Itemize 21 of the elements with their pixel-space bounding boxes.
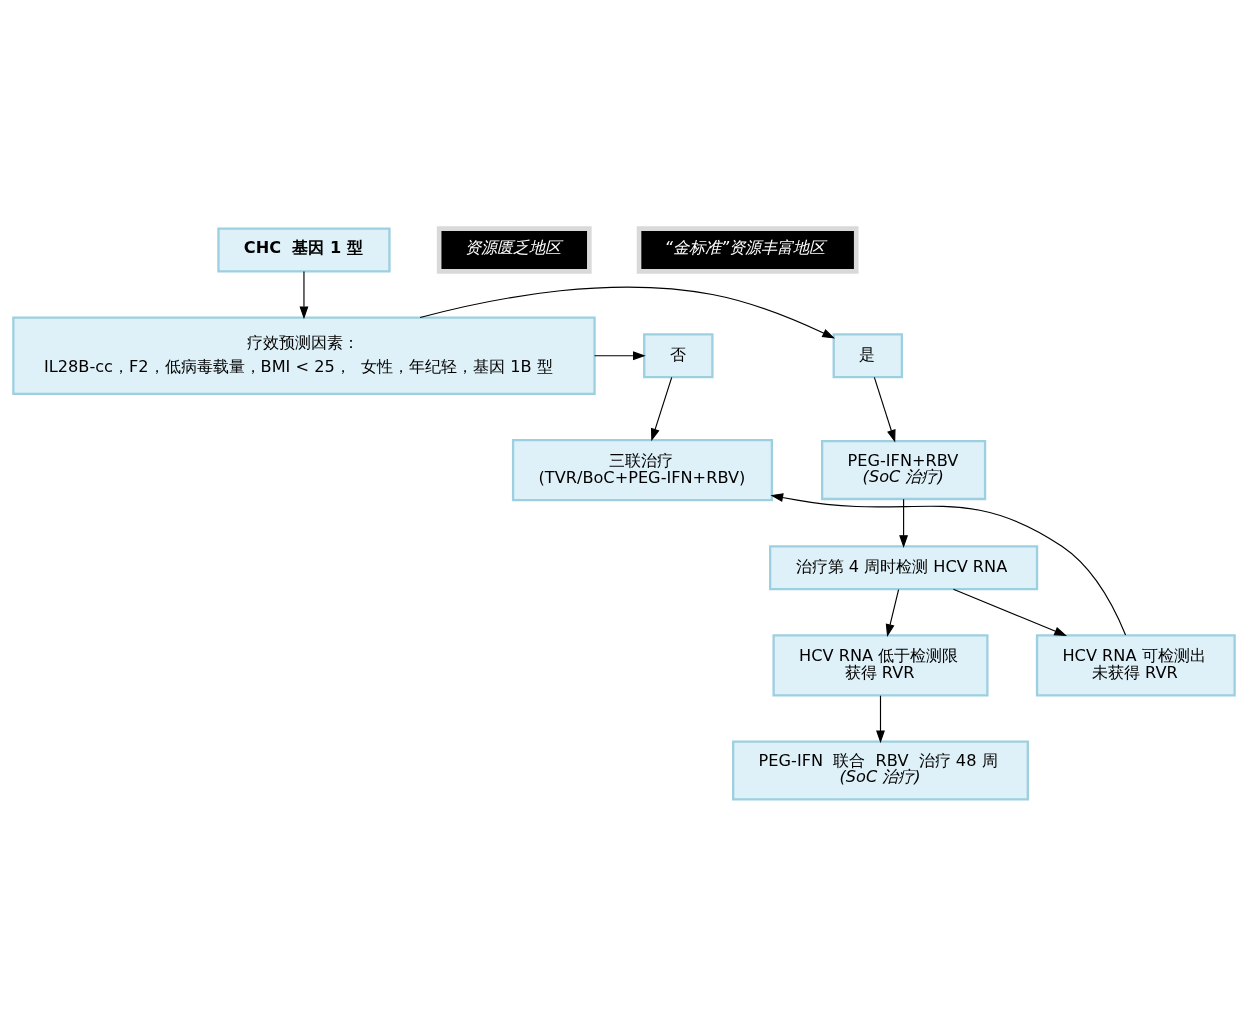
arrow: [299, 271, 309, 320]
arrow: [885, 588, 900, 637]
node-box: 三联治疗 (TVR/BoC+PEG-IFN+RBV): [511, 438, 774, 502]
arrow: [650, 376, 673, 442]
node-box: CHC 基因 1 型: [217, 227, 391, 273]
node-box: HCV RNA 低于检测限 获得 RVR: [772, 634, 989, 697]
node-box: “金标准”资源丰富地区: [636, 226, 859, 274]
arrow: [952, 588, 1067, 636]
arrow: [899, 498, 909, 548]
arrow: [594, 351, 646, 361]
node-box: 是: [832, 333, 904, 379]
arrow: [876, 695, 885, 744]
arrow: [873, 376, 896, 443]
node-box: 资源匮乏地区: [436, 226, 592, 274]
node-box: 否: [643, 333, 714, 379]
node-box: 治疗第 4 周时检测 HCV RNA: [769, 545, 1039, 591]
node-box: 疗效预测因素： IL28B-cc，F2，低病毒载量，BMI < 25， 女性，年纪轻，基因 1B 型: [12, 316, 596, 395]
node-box: HCV RNA 可检测出 未获得 RVR: [1035, 634, 1236, 697]
arrow: [419, 286, 835, 339]
node-box: PEG-IFN+RBV (SoC 治疗): [821, 440, 987, 501]
node-box: PEG-IFN 联合 RBV 治疗 48 周 (SoC 治疗): [732, 740, 1029, 801]
